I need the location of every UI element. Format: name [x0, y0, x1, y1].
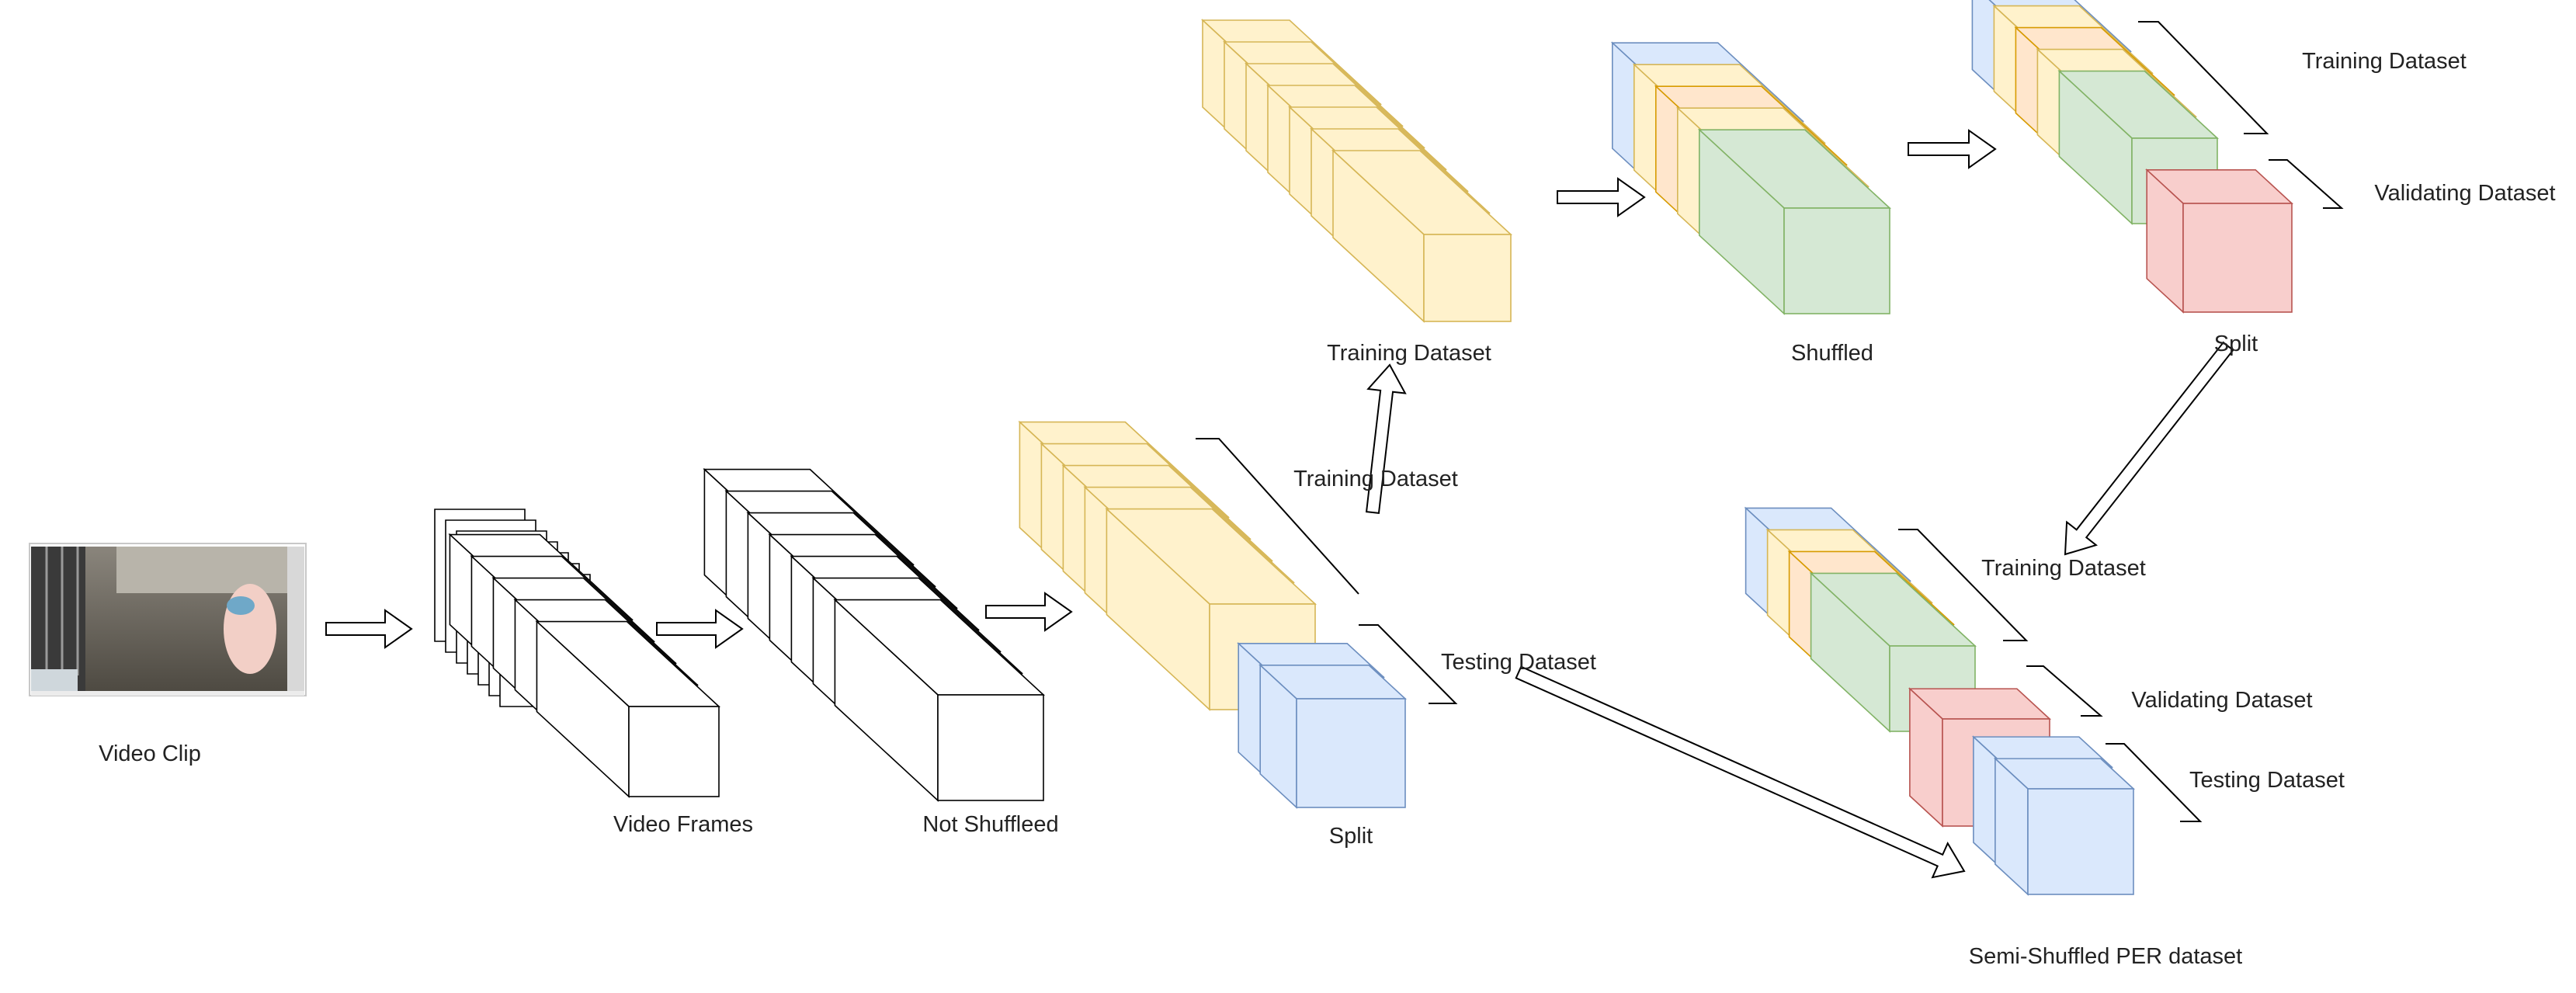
testing-dataset-label: Testing Dataset: [1441, 650, 1596, 675]
arrow-split-to-training: [1365, 363, 1407, 515]
video-clip-image: [29, 543, 307, 696]
split-validate-subset-cube: [2145, 168, 2294, 314]
semi-shuffled-per-dataset-label: Semi-Shuffled PER dataset: [1969, 944, 2243, 969]
split-train-subset-cube: [1971, 0, 2220, 225]
shuffled-cube: [1610, 41, 1892, 315]
training-arrow-label: Training Dataset: [1293, 467, 1458, 491]
bracket-final-validating: [2026, 665, 2103, 717]
shuffled-label: Shuffled: [1791, 341, 1873, 366]
shuffled-cube-cube: [1697, 128, 1892, 315]
training-split-label: Training Dataset: [2302, 49, 2467, 74]
video-frames-label: Video Frames: [613, 812, 753, 837]
validating-final-label: Validating Dataset: [2131, 688, 2312, 713]
brackets-layer: [1196, 21, 2344, 822]
bracket-split-train: [1196, 438, 1359, 595]
arrow-frames-to-not-shuffled: [656, 609, 744, 649]
arrow-not-shuffled-to-split: [985, 592, 1073, 632]
final-test-cube: [1971, 735, 2136, 896]
not-shuffled-label: Not Shuffleed: [922, 812, 1058, 837]
split-train-subset-cube-cube: [2057, 69, 2220, 225]
training-dataset-cube: [1200, 19, 1513, 323]
video-frames-cube-cube: [535, 620, 721, 798]
split-test-cube-cube: [1258, 663, 1408, 809]
bracket-split-validating: [2269, 159, 2344, 209]
split-test-cube: [1237, 641, 1408, 809]
bracket-split-test: [1359, 624, 1458, 704]
split-validate-subset-cube-cube: [2145, 168, 2294, 314]
bracket-split-training: [2138, 21, 2269, 134]
arrow-training-to-shuffled: [1557, 177, 1646, 217]
split-train-cube: [1018, 420, 1318, 711]
arrow-testing-to-final: [1515, 665, 1966, 879]
arrow-clip-to-frames: [325, 609, 413, 649]
video-frames-cube: [448, 533, 721, 798]
final-test-cube-cube: [1993, 757, 2136, 896]
arrow-shuffled-to-split: [1908, 129, 1997, 169]
bracket-final-testing: [2106, 743, 2203, 822]
not-shuffled-cube: [703, 467, 1046, 802]
cube-groups-layer: [448, 0, 2294, 896]
validating-split-label: Validating Dataset: [2374, 181, 2555, 206]
training-dataset-label: Training Dataset: [1327, 341, 1491, 366]
bracket-final-training: [1898, 529, 2029, 641]
split-label: Split: [1329, 824, 1373, 849]
training-dataset-cube-cube: [1331, 149, 1513, 323]
split-top-label: Split: [2214, 332, 2258, 356]
arrow-split-to-final: [2064, 341, 2234, 556]
video-clip-label: Video Clip: [99, 741, 201, 766]
testing-final-label: Testing Dataset: [2189, 768, 2345, 793]
not-shuffled-cube-cube: [833, 598, 1046, 802]
arrows-layer: [325, 129, 2234, 879]
training-final-label: Training Dataset: [1981, 556, 2146, 581]
